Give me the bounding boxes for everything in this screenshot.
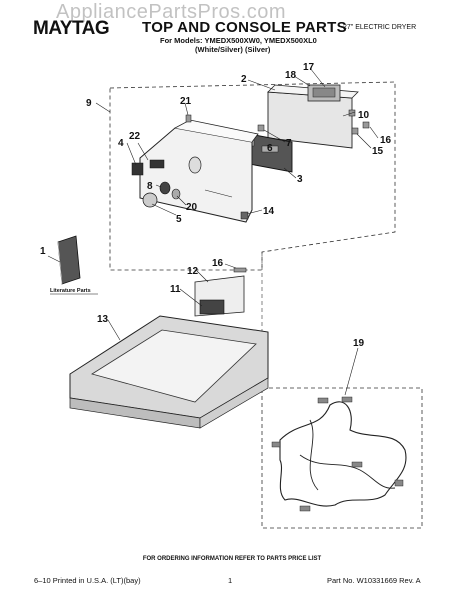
- callout-7: 7: [286, 138, 292, 149]
- callout-13: 13: [97, 314, 109, 325]
- callout-6: 6: [267, 143, 273, 154]
- page-number: 1: [228, 576, 233, 585]
- callout-12: 12: [187, 266, 199, 277]
- page-title: TOP AND CONSOLE PARTS: [142, 19, 347, 36]
- callout-4: 4: [118, 138, 124, 149]
- screw-16-bottom: [233, 267, 247, 273]
- console-knob-opening: [188, 156, 202, 174]
- callout-10: 10: [358, 110, 370, 121]
- ordering-notice: FOR ORDERING INFORMATION REFER TO PARTS …: [142, 556, 322, 562]
- callout-16-bottom: 16: [212, 258, 224, 269]
- wire-harness-outline: [261, 387, 423, 529]
- model-variants: (White/Silver) (Silver): [195, 45, 271, 54]
- dryer-top-panel-face: [91, 329, 257, 403]
- literature-booklet-spine: [57, 241, 63, 285]
- wire-harness-branch-2: [309, 419, 319, 491]
- knob-shaft-coupler: [159, 181, 171, 195]
- screw-15: [351, 127, 359, 135]
- wire-harness-branch: [299, 454, 396, 489]
- harness-connector-b: [341, 396, 353, 403]
- callout-16-top: 16: [380, 135, 392, 146]
- leader-lines: [47, 67, 379, 396]
- callout-9: 9: [86, 98, 92, 109]
- callout-20: 20: [186, 202, 198, 213]
- bracket-detail: [312, 87, 336, 98]
- console-indicator-window: [149, 159, 165, 169]
- screw-7: [257, 124, 265, 132]
- watermark-text: AppliancePartsPros.com: [56, 1, 286, 23]
- console-overlay: [131, 162, 144, 176]
- clip-14: [240, 211, 249, 220]
- harness-connector-c: [271, 441, 281, 448]
- console-top-edge: [174, 119, 259, 143]
- callout-18: 18: [285, 70, 297, 81]
- brand-logo-text: MAYTAG: [33, 18, 110, 39]
- literature-parts-label: Literature Parts: [50, 288, 91, 294]
- callout-3: 3: [297, 174, 303, 185]
- harness-connector-e: [394, 479, 404, 487]
- callout-21: 21: [180, 96, 192, 107]
- harness-connector-a: [317, 397, 329, 404]
- model-list: For Models: YMEDX500XW0, YMEDX500XL0: [160, 36, 317, 45]
- product-subtitle: 27" ELECTRIC DRYER: [343, 24, 417, 31]
- callout-8: 8: [147, 181, 153, 192]
- knob-clip: [171, 188, 181, 200]
- callout-5: 5: [176, 214, 182, 225]
- lid-switch: [199, 299, 225, 315]
- dryer-top-panel-side: [199, 377, 269, 429]
- console-slot-line: [204, 189, 233, 198]
- wire-harness: [279, 401, 407, 507]
- callout-1: 1: [40, 246, 46, 257]
- callout-11: 11: [170, 284, 181, 295]
- print-info: 6–10 Printed in U.S.A. (LT)(bay): [34, 576, 141, 585]
- screw-21: [185, 114, 192, 123]
- callout-2: 2: [241, 74, 247, 85]
- callout-22: 22: [129, 131, 141, 142]
- harness-connector-d: [351, 461, 363, 468]
- control-knob: [142, 192, 158, 208]
- callout-14: 14: [263, 206, 275, 217]
- part-number: Part No. W10331669 Rev. A: [327, 576, 421, 585]
- callout-19: 19: [353, 338, 365, 349]
- board-connector-2: [261, 145, 279, 153]
- callout-15: 15: [372, 146, 384, 157]
- harness-connector-f: [299, 505, 311, 512]
- screw-16-top: [362, 121, 370, 129]
- callout-17: 17: [303, 62, 315, 73]
